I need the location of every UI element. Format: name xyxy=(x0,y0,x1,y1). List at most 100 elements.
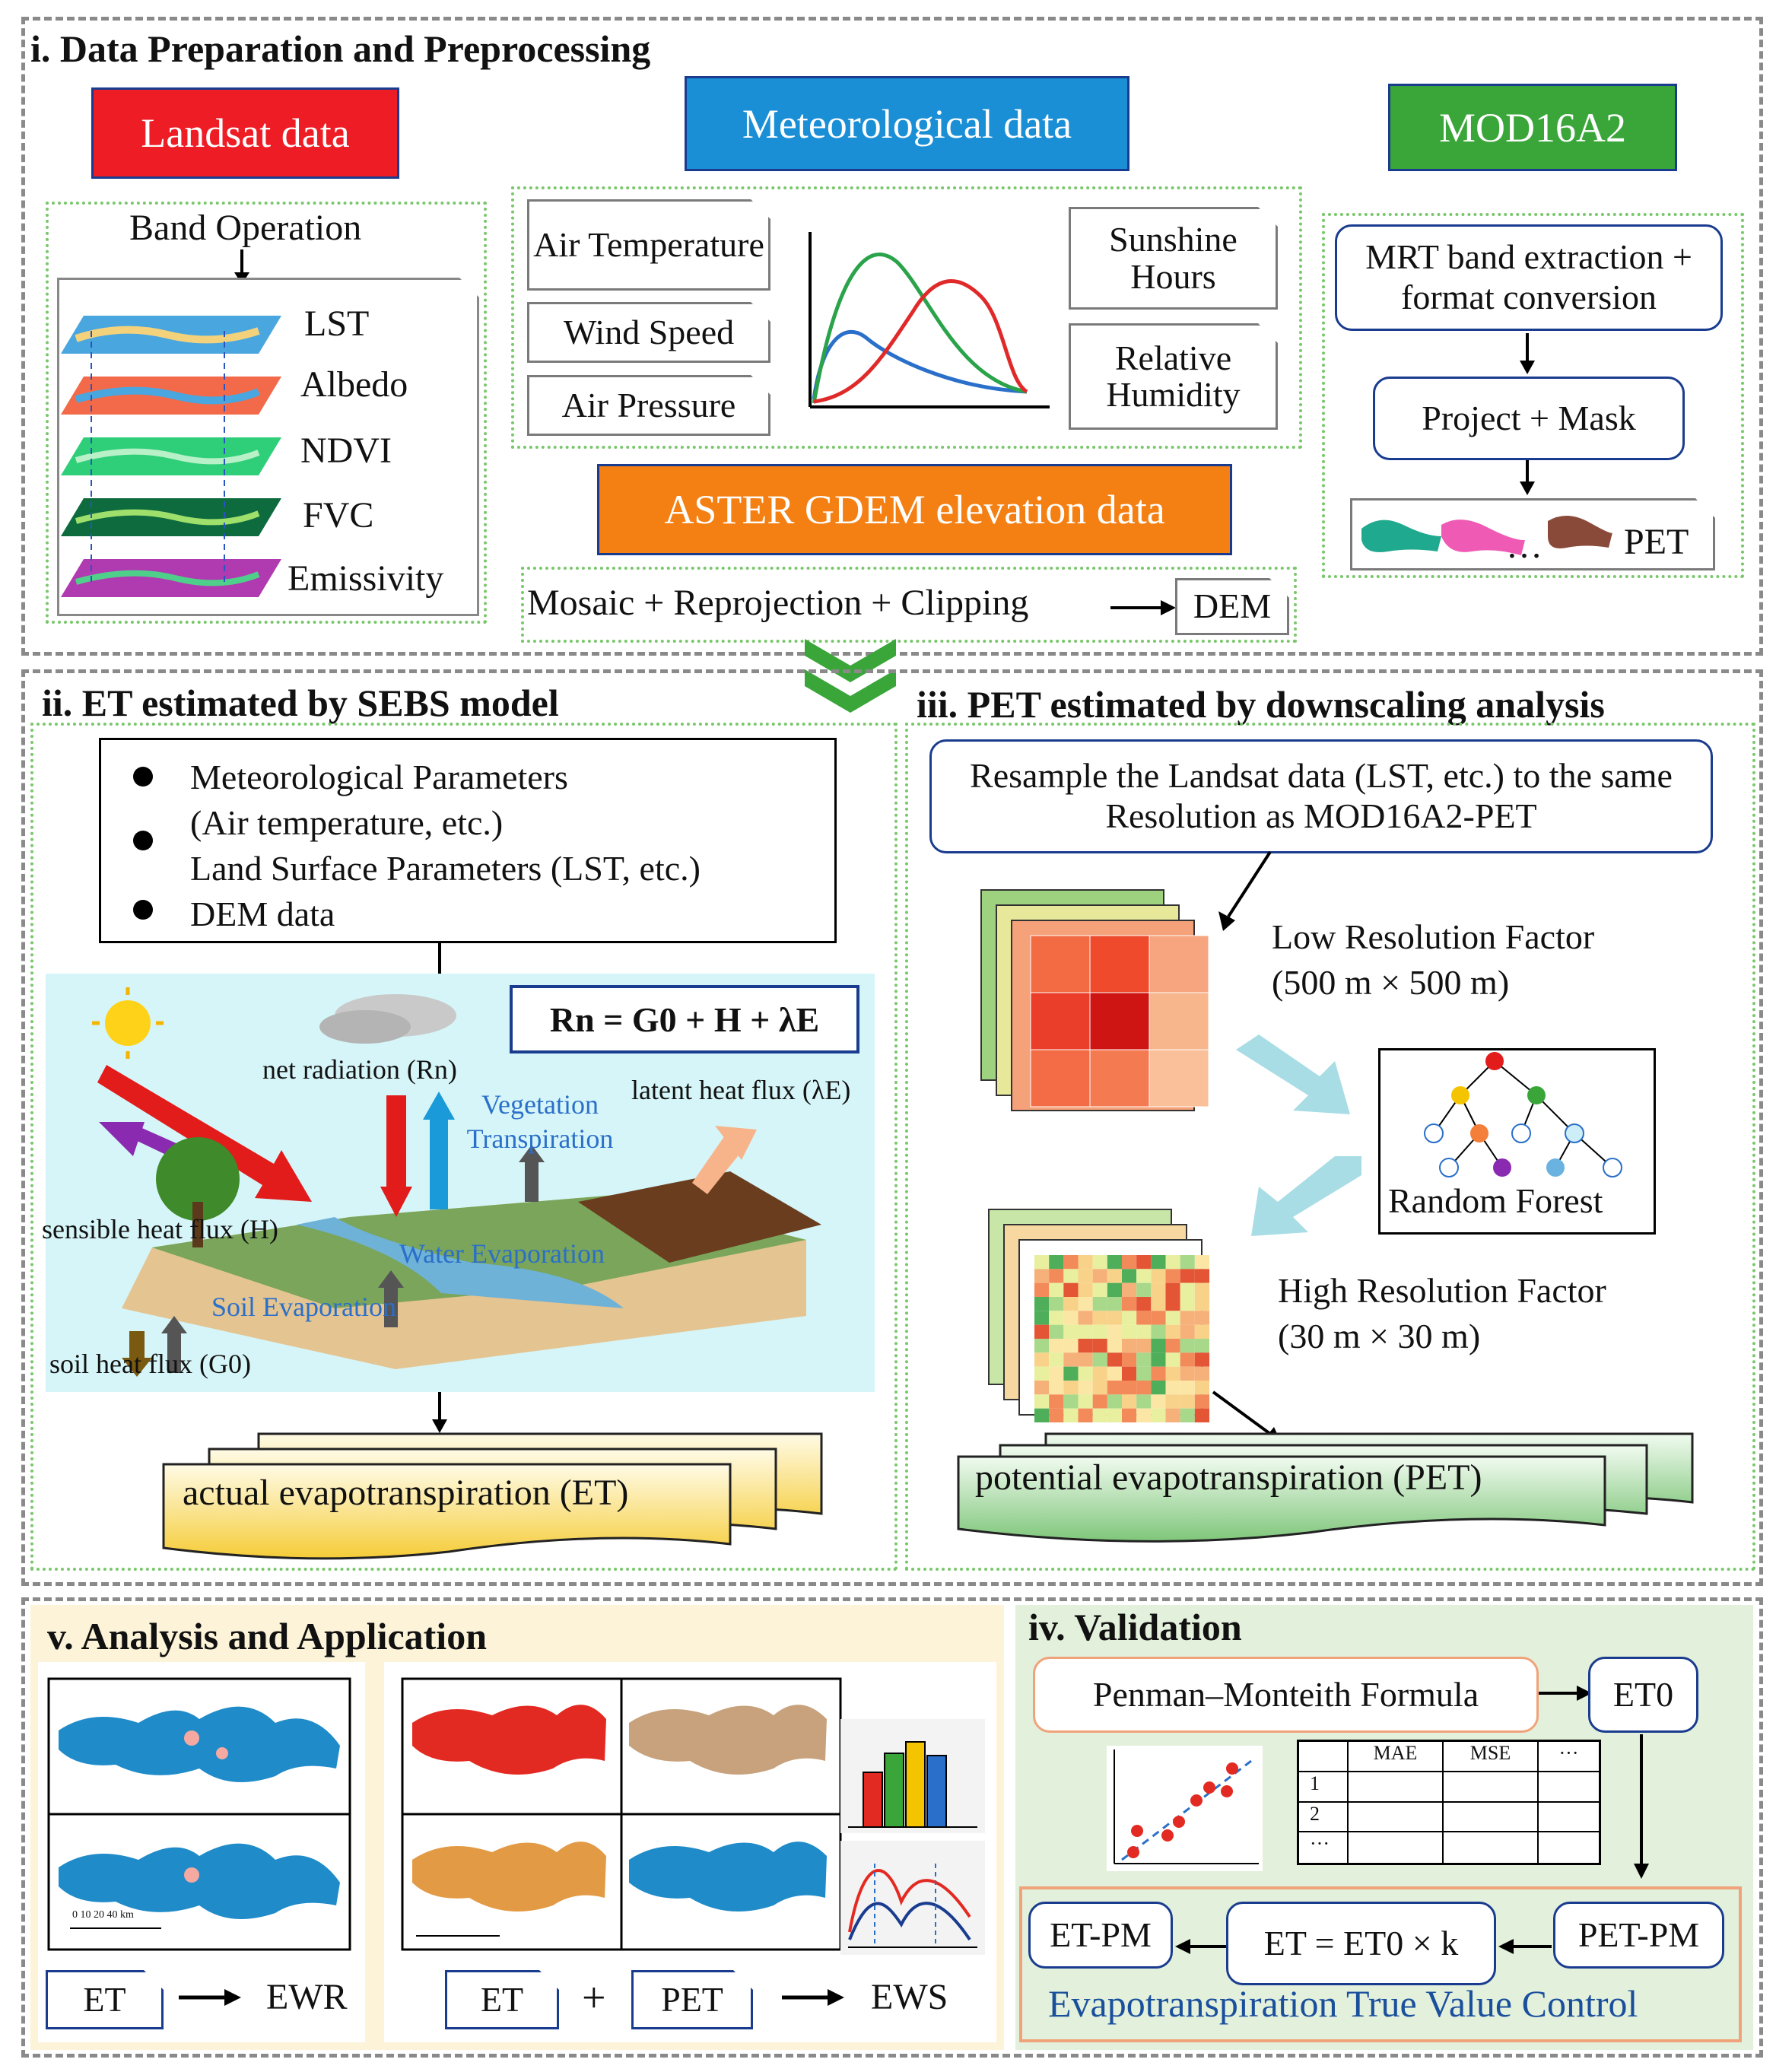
random-forest-tree xyxy=(1424,1052,1622,1177)
pet-ellipsis: … xyxy=(1506,526,1542,566)
mod16-block xyxy=(1322,213,1744,578)
label-sensible-heat: sensible heat flux (H) xyxy=(42,1214,278,1244)
landsat-banner: Landsat data xyxy=(91,87,399,179)
flow-arrow-icon xyxy=(1251,1156,1361,1236)
et-equation-box: ET = ET0 × k xyxy=(1226,1902,1496,1985)
input-dem: DEM data xyxy=(190,895,335,933)
dem-arrow xyxy=(1110,600,1176,615)
sebs-block xyxy=(30,723,898,1571)
pet-output-label: PET xyxy=(1624,522,1689,562)
label-net-radiation: net radiation (Rn) xyxy=(262,1054,457,1085)
sebs-inputs-box xyxy=(99,738,837,943)
layer-lst: LST xyxy=(304,303,370,344)
ews-map-grid xyxy=(401,1677,842,1951)
table-header-cell: MSE xyxy=(1444,1742,1539,1772)
band-operation-label: Band Operation xyxy=(129,208,362,248)
et-output-label: actual evapotranspiration (ET) xyxy=(183,1473,629,1513)
scatter-plot-icon xyxy=(1107,1746,1263,1871)
plus-sign: + xyxy=(582,1975,606,2022)
aster-banner: ASTER GDEM elevation data xyxy=(597,464,1232,555)
table-row-label: 1 xyxy=(1299,1772,1349,1803)
dem-block xyxy=(521,567,1297,643)
section-ii-iii-frame xyxy=(21,669,1763,1586)
layer-ndvi: NDVI xyxy=(300,431,392,471)
high-res-size: (30 m × 30 m) xyxy=(1278,1317,1481,1355)
label-vegetation-transpiration: Vegetation Transpiration xyxy=(466,1089,614,1154)
meteorological-banner: Meteorological data xyxy=(685,76,1129,171)
et-map-panel xyxy=(47,1677,351,1951)
ewr-label: EWR xyxy=(266,1977,348,2017)
ewr-arrow xyxy=(179,1989,241,2006)
project-mask-step: Project + Mask xyxy=(1373,377,1685,460)
bottom-frame xyxy=(21,1597,1763,2058)
energy-equation-box: Rn = G0 + H + λE xyxy=(510,985,859,1053)
metrics-table: MAE MSE ··· 1 2 ··· xyxy=(1297,1740,1601,1865)
sunshine-hours-note: Sunshine Hours xyxy=(1069,207,1278,310)
bullet-icon xyxy=(133,831,153,850)
input-land-surface: Land Surface Parameters (LST, etc.) xyxy=(190,849,701,888)
section-v-title: v. Analysis and Application xyxy=(47,1615,488,1657)
et0-arrow xyxy=(1634,1734,1649,1879)
meteorological-curves xyxy=(809,232,1050,408)
et-tag: ET xyxy=(46,1970,164,2029)
et-output-stack xyxy=(162,1432,823,1560)
et-tag-2: ET xyxy=(445,1970,559,2029)
layer-emissivity: Emissivity xyxy=(288,558,444,599)
relative-humidity-note: Relative Humidity xyxy=(1069,323,1278,430)
high-res-title: High Resolution Factor xyxy=(1278,1271,1606,1310)
pet-pm-arrow xyxy=(1498,1939,1552,1954)
et-pm-arrow xyxy=(1175,1939,1228,1954)
section-i-title: i. Data Preparation and Preprocessing xyxy=(30,27,651,70)
down-chevron-icon xyxy=(805,639,896,713)
bullet-icon xyxy=(133,767,153,787)
pet-output-label: potential evapotranspiration (PET) xyxy=(975,1457,1482,1498)
resample-arrow xyxy=(1218,850,1272,931)
mrt-step: MRT band extraction + format conversion xyxy=(1335,224,1723,331)
section-ii-title: ii. ET estimated by SEBS model xyxy=(42,682,559,724)
layer-albedo: Albedo xyxy=(300,364,408,405)
low-res-size: (500 m × 500 m) xyxy=(1272,963,1510,1002)
true-value-control-label: Evapotranspiration True Value Control xyxy=(1048,1982,1638,2025)
pet-pm-box: PET-PM xyxy=(1553,1902,1724,1969)
mod16-arrow-1 xyxy=(1520,333,1535,374)
label-soil-evaporation: Soil Evaporation xyxy=(211,1292,396,1322)
bullet-icon xyxy=(133,900,153,920)
true-value-control-box xyxy=(1019,1886,1742,2042)
pet-tag: PET xyxy=(631,1970,753,2029)
mod16-banner: MOD16A2 xyxy=(1388,84,1677,171)
sebs-arrow-2 xyxy=(432,1392,447,1433)
random-forest-label: Random Forest xyxy=(1388,1181,1603,1220)
air-pressure-note: Air Pressure xyxy=(527,375,770,436)
ews-arrow xyxy=(782,1989,844,2006)
input-air-temp: (Air temperature, etc.) xyxy=(190,803,504,842)
formula-arrow xyxy=(1539,1686,1592,1701)
label-latent-heat: latent heat flux (λE) xyxy=(631,1075,851,1105)
wind-speed-note: Wind Speed xyxy=(527,302,770,363)
bar-chart-icon xyxy=(840,1719,985,1833)
table-row-label: 2 xyxy=(1299,1802,1349,1833)
mod16-arrow-2 xyxy=(1520,460,1535,495)
input-meteorological: Meteorological Parameters xyxy=(190,758,568,796)
layer-fvc: FVC xyxy=(303,495,374,535)
meteorological-block xyxy=(511,186,1302,449)
dem-process: Mosaic + Reprojection + Clipping xyxy=(527,583,1029,623)
downscaling-block xyxy=(905,723,1755,1571)
air-temperature-note: Air Temperature xyxy=(527,199,770,291)
band-layer-stack xyxy=(61,316,281,597)
table-header-cell: MAE xyxy=(1349,1742,1444,1772)
landsat-block xyxy=(46,202,487,624)
section-iv-title: iv. Validation xyxy=(1028,1606,1242,1648)
section-iii-title: iii. PET estimated by downscaling analys… xyxy=(917,683,1605,726)
label-water-evaporation: Water Evaporation xyxy=(399,1238,605,1269)
energy-balance-illustration xyxy=(46,974,875,1392)
table-header-cell: ··· xyxy=(1539,1742,1599,1772)
table-header-cell xyxy=(1299,1742,1349,1772)
dem-output: DEM xyxy=(1175,578,1289,635)
pet-output-stack xyxy=(957,1432,1694,1543)
scale-bar-label: 0 10 20 40 km xyxy=(72,1909,134,1921)
et-pm-box: ET-PM xyxy=(1028,1902,1173,1969)
flow-arrow-icon xyxy=(1236,1034,1350,1114)
line-chart-icon xyxy=(840,1841,985,1955)
low-resolution-grid xyxy=(980,889,1209,1111)
table-row-label: ··· xyxy=(1299,1832,1349,1863)
